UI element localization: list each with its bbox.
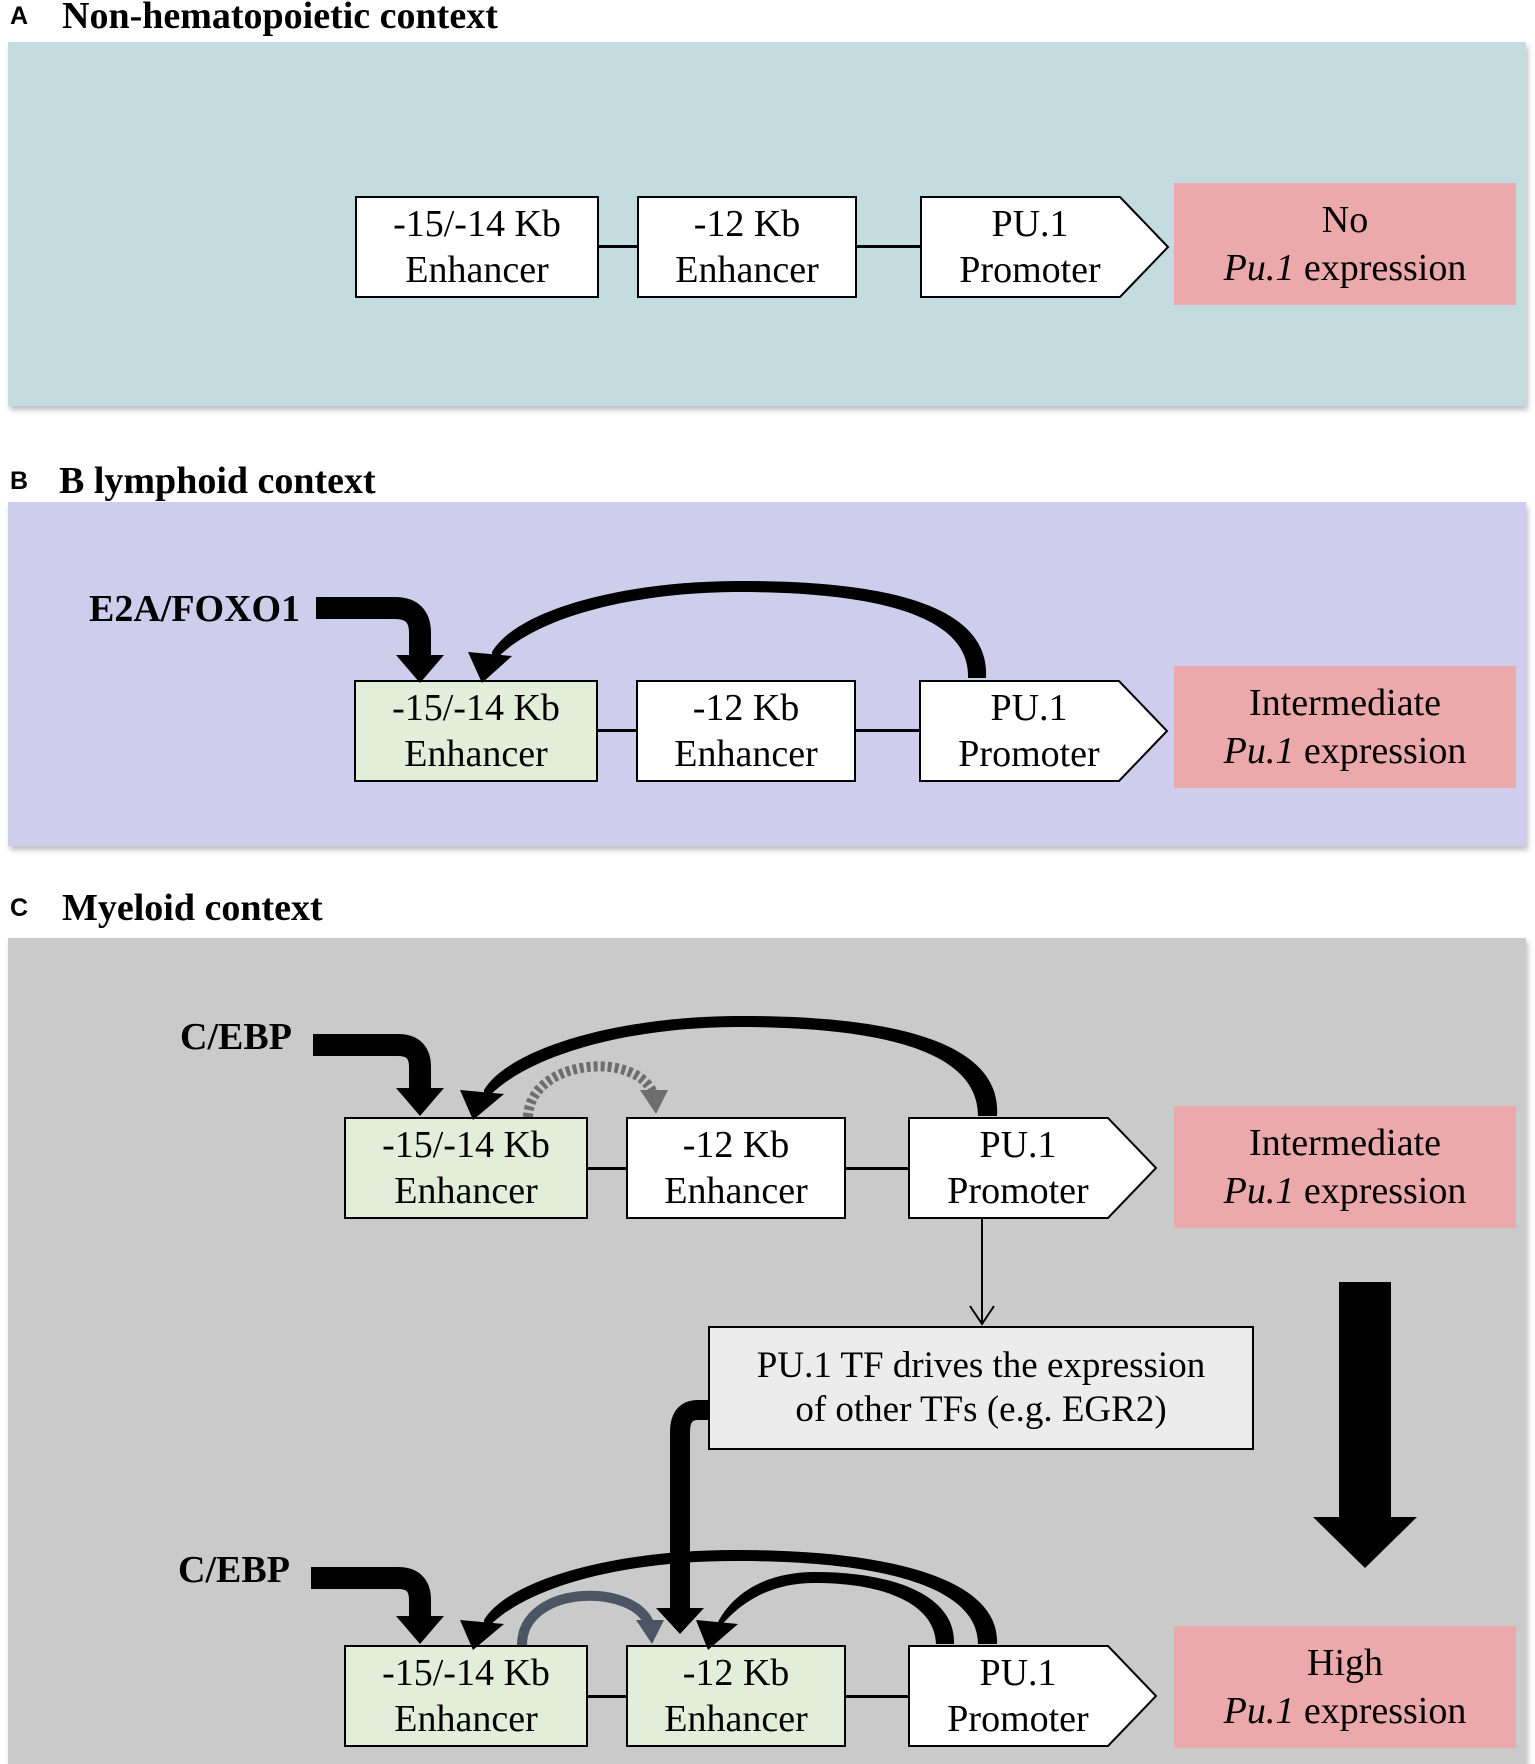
cebp-regulator-label-bottom: C/EBP — [178, 1549, 290, 1591]
expression-level: High — [1307, 1642, 1383, 1684]
promoter-arrow-shape — [919, 680, 1169, 782]
connector-line — [856, 245, 922, 248]
connector-line — [845, 1167, 911, 1170]
pu1-promoter-box: PU.1 Promoter — [908, 1117, 1158, 1219]
expression-outcome-box: Intermediate Pu.1 expression — [1174, 666, 1516, 788]
enhancer-name: -12 Kb — [693, 203, 801, 245]
promoter-arrow-shape — [908, 1645, 1158, 1747]
enhancer-label: Enhancer — [664, 1698, 808, 1740]
promoter-name: PU.1 — [990, 687, 1068, 729]
connector-line — [596, 729, 636, 732]
expression-level: Intermediate — [1248, 682, 1441, 724]
enhancer-name: -15/-14 Kb — [392, 687, 560, 729]
expression-word: expression — [1294, 1690, 1467, 1732]
expression-gene-line: Pu.1 expression — [1224, 727, 1467, 775]
tf-box-line-2: of other TFs (e.g. EGR2) — [795, 1389, 1167, 1430]
expression-gene-line: Pu.1 expression — [1224, 1687, 1467, 1735]
expression-word: expression — [1294, 1170, 1467, 1212]
enhancer-name: -12 Kb — [682, 1124, 790, 1166]
panel-c-title: Myeloid context — [62, 887, 323, 929]
expression-gene-line: Pu.1 expression — [1224, 1167, 1467, 1215]
promoter-arrow-shape — [908, 1117, 1158, 1219]
expression-level: Intermediate — [1248, 1122, 1441, 1164]
gene-name: Pu.1 — [1223, 730, 1295, 772]
expression-outcome-box: Intermediate Pu.1 expression — [1174, 1106, 1516, 1228]
expression-word: expression — [1294, 247, 1467, 289]
enhancer-name: -12 Kb — [692, 687, 800, 729]
enhancer-name: -15/-14 Kb — [393, 203, 561, 245]
enhancer-label: Enhancer — [674, 733, 818, 775]
expression-level: No — [1321, 199, 1369, 241]
promoter-label: Promoter — [958, 733, 1100, 775]
promoter-arrow-shape — [920, 196, 1170, 298]
e2a-foxo1-regulator-label: E2A/FOXO1 — [89, 588, 301, 630]
cebp-regulator-label-top: C/EBP — [180, 1016, 292, 1058]
enhancer-15-14kb-box-active: -15/-14 Kb Enhancer — [354, 680, 598, 782]
enhancer-15-14kb-box-active: -15/-14 Kb Enhancer — [344, 1645, 588, 1747]
connector-line — [845, 1695, 911, 1698]
promoter-name: PU.1 — [979, 1652, 1057, 1694]
enhancer-label: Enhancer — [405, 249, 549, 291]
promoter-label: Promoter — [947, 1170, 1089, 1212]
enhancer-label: Enhancer — [664, 1170, 808, 1212]
promoter-label: Promoter — [959, 249, 1101, 291]
enhancer-12kb-box-active: -12 Kb Enhancer — [626, 1645, 846, 1747]
enhancer-12kb-box: -12 Kb Enhancer — [626, 1117, 846, 1219]
enhancer-name: -15/-14 Kb — [382, 1124, 550, 1166]
pu1-tf-drives-other-tfs-box: PU.1 TF drives the expression of other T… — [708, 1326, 1254, 1450]
connector-line — [587, 1167, 627, 1170]
promoter-name: PU.1 — [991, 203, 1069, 245]
gene-name: Pu.1 — [1223, 247, 1295, 289]
enhancer-12kb-box: -12 Kb Enhancer — [636, 680, 856, 782]
promoter-label: Promoter — [947, 1698, 1089, 1740]
enhancer-15-14kb-box-active: -15/-14 Kb Enhancer — [344, 1117, 588, 1219]
enhancer-15-14kb-box: -15/-14 Kb Enhancer — [355, 196, 599, 298]
expression-outcome-box: No Pu.1 expression — [1174, 183, 1516, 305]
gene-name: Pu.1 — [1223, 1690, 1295, 1732]
enhancer-label: Enhancer — [675, 249, 819, 291]
connector-line — [587, 1695, 627, 1698]
connector-line — [598, 245, 638, 248]
panel-a-title: Non-hematopoietic context — [62, 0, 498, 37]
panel-b-title: B lymphoid context — [59, 460, 376, 502]
expression-outcome-box: High Pu.1 expression — [1174, 1626, 1516, 1748]
pu1-promoter-box: PU.1 Promoter — [908, 1645, 1158, 1747]
enhancer-label: Enhancer — [404, 733, 548, 775]
promoter-name: PU.1 — [979, 1124, 1057, 1166]
pu1-promoter-box: PU.1 Promoter — [920, 196, 1170, 298]
connector-line — [855, 729, 921, 732]
expression-word: expression — [1294, 730, 1467, 772]
panel-c-letter: C — [10, 894, 29, 922]
enhancer-label: Enhancer — [394, 1698, 538, 1740]
panel-b-letter: B — [10, 467, 29, 495]
enhancer-12kb-box: -12 Kb Enhancer — [637, 196, 857, 298]
enhancer-name: -12 Kb — [682, 1652, 790, 1694]
gene-name: Pu.1 — [1223, 1170, 1295, 1212]
expression-gene-line: Pu.1 expression — [1224, 244, 1467, 292]
tf-box-line-1: PU.1 TF drives the expression — [756, 1345, 1206, 1386]
panel-a-letter: A — [10, 2, 29, 30]
pu1-promoter-box: PU.1 Promoter — [919, 680, 1169, 782]
enhancer-label: Enhancer — [394, 1170, 538, 1212]
enhancer-name: -15/-14 Kb — [382, 1652, 550, 1694]
